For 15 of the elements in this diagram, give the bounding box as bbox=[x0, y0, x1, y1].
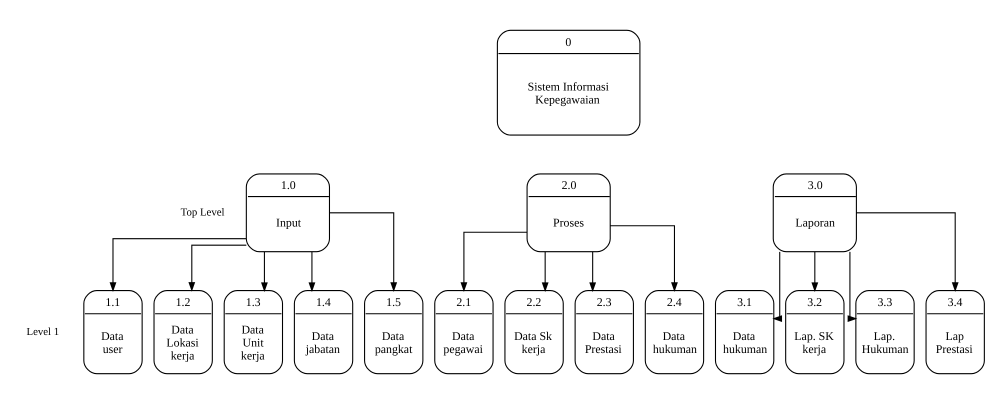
arrow bbox=[772, 251, 782, 322]
label: Level 1 bbox=[26, 325, 59, 338]
arrow bbox=[610, 224, 678, 292]
arrow bbox=[329, 212, 397, 292]
arrow bbox=[188, 244, 246, 292]
arrow bbox=[460, 231, 526, 292]
arrow bbox=[541, 251, 548, 292]
arrow bbox=[588, 251, 596, 292]
label: Top Level bbox=[180, 206, 224, 218]
arrow bbox=[308, 251, 315, 292]
arrow bbox=[810, 251, 818, 292]
arrow bbox=[856, 212, 958, 292]
arrow bbox=[260, 251, 268, 292]
arrow bbox=[847, 251, 857, 322]
arrow bbox=[109, 238, 246, 292]
